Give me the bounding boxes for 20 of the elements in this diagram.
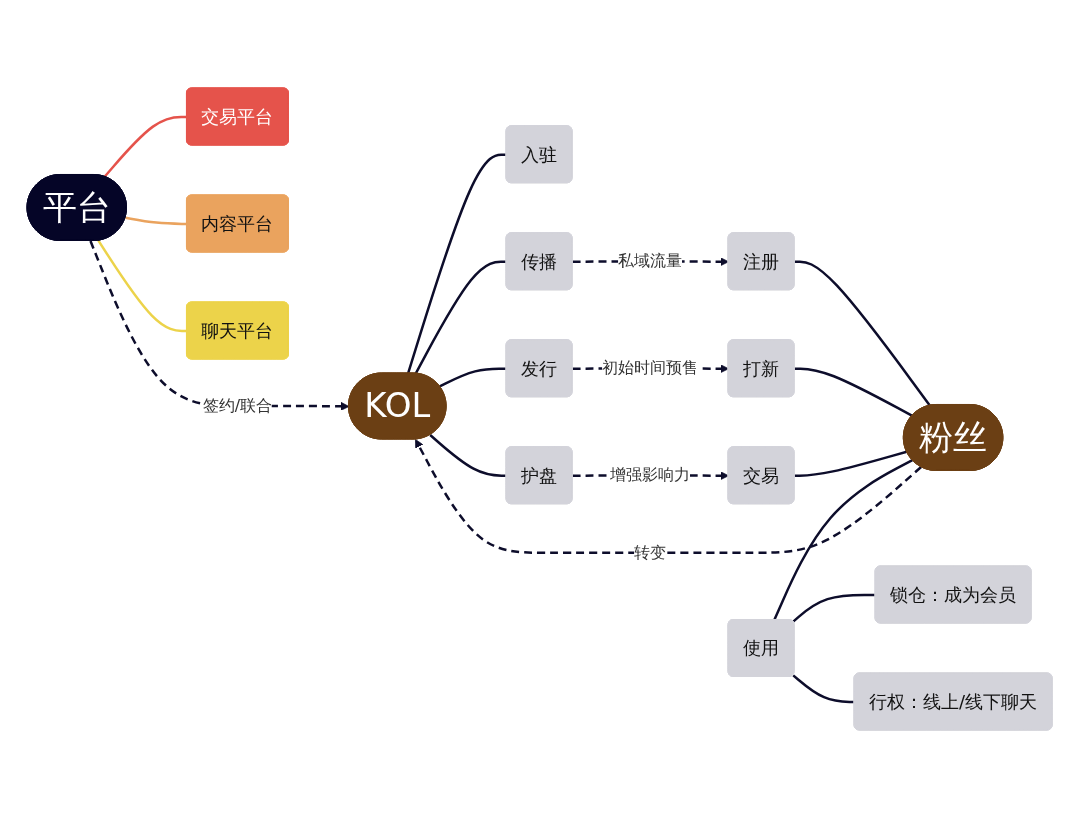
connector	[125, 216, 188, 226]
connector	[792, 674, 855, 704]
connector	[97, 240, 188, 333]
connector	[104, 115, 188, 178]
edge-label: 初始时间预售	[602, 358, 699, 378]
connector	[415, 260, 507, 375]
arrow	[415, 439, 923, 554]
edge-label: 签约/联合	[203, 395, 273, 415]
connector	[439, 367, 507, 388]
connector	[794, 260, 932, 407]
arrow	[89, 240, 350, 411]
connector	[792, 593, 877, 623]
edge-label: 私域流量	[618, 251, 683, 271]
edge-label: 增强影响力	[610, 465, 691, 485]
connector	[794, 450, 908, 477]
connector	[773, 459, 914, 621]
connector	[407, 153, 507, 374]
connector	[429, 434, 507, 477]
connector	[794, 367, 914, 417]
edge-label: 转变	[634, 542, 667, 562]
